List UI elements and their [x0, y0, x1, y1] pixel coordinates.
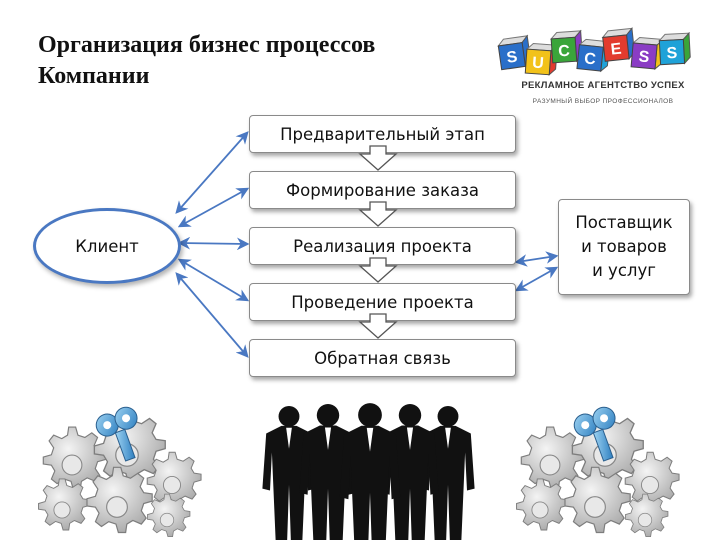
gears-key-icon: [517, 404, 680, 537]
gears-key-icon: [39, 404, 202, 537]
arrow-supplier-step4: [514, 266, 559, 292]
supplier-line-3: и услуг: [592, 261, 656, 280]
logo-letter: S: [506, 48, 519, 66]
logo-letter: C: [583, 50, 597, 68]
logo-letter: U: [532, 55, 545, 73]
logo-letter: C: [558, 43, 571, 61]
logo-letter: S: [638, 48, 650, 66]
step-project-execution: Проведение проекта: [249, 283, 516, 321]
logo-letter: S: [666, 45, 678, 63]
logo-cube: S: [497, 34, 532, 71]
logo-letter: E: [610, 41, 623, 59]
down-arrow-icon: [358, 313, 398, 339]
arrow-client-step5: [175, 272, 249, 358]
arrow-client-step3: [177, 236, 250, 251]
supplier-line-2: и товаров: [581, 237, 667, 256]
client-label: Клиент: [75, 236, 139, 256]
businessmen-silhouettes-icon: [262, 403, 475, 540]
logo-caption: РЕКЛАМНОЕ АГЕНТСТВО УСПЕХ: [521, 80, 685, 91]
slide-title: Организация бизнес процессов Компании: [38, 32, 376, 89]
supplier-node: Поставщик и товаров и услуг: [558, 199, 690, 295]
arrow-supplier-step3: [514, 251, 559, 267]
down-arrow-icon: [358, 257, 398, 283]
down-arrow-icon: [358, 201, 398, 227]
logo-subcaption: РАЗУМНЫЙ ВЫБОР ПРОФЕССИОНАЛОВ: [532, 98, 674, 105]
arrow-client-step2: [177, 187, 250, 228]
down-arrow-icon: [358, 145, 398, 171]
logo-cube: S: [658, 31, 691, 66]
client-node: Клиент: [33, 208, 181, 284]
supplier-line-1: Поставщик: [575, 213, 673, 232]
step-feedback: Обратная связь: [249, 339, 516, 377]
